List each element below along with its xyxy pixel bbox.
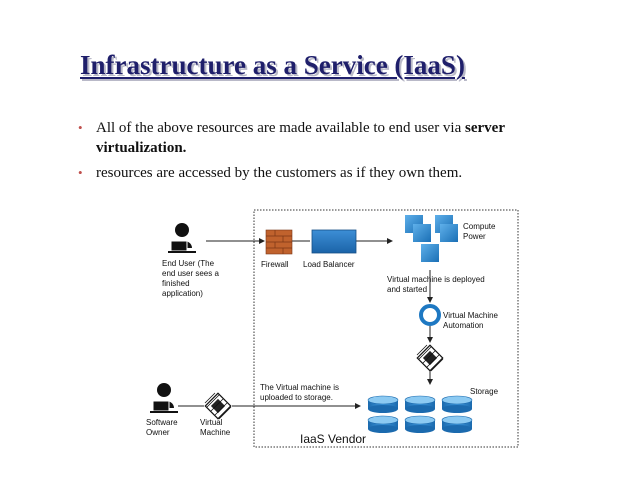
end-user-label: End User (The end user sees a finished a… bbox=[162, 259, 221, 298]
uploaded-label: The Virtual machine is uploaded to stora… bbox=[260, 383, 341, 402]
bullet-text: All of the above resources are made avai… bbox=[96, 120, 466, 136]
bullet-text: resources are accessed by the customers … bbox=[96, 165, 463, 181]
load-balancer-box bbox=[311, 229, 357, 254]
firewall-label: Firewall bbox=[261, 260, 289, 269]
bullet-bold-text: server virtualization. bbox=[96, 120, 505, 156]
vendor-boundary bbox=[253, 209, 519, 448]
load-balancer-label: Load Balancer bbox=[303, 260, 355, 269]
vm-deployed-label: Virtual machine is deployed and started bbox=[387, 275, 487, 294]
software-owner-label: Software Owner bbox=[146, 418, 180, 437]
bullet-item: • All of the above resources are made ava… bbox=[78, 118, 598, 158]
end-user-icon bbox=[167, 222, 197, 254]
bullet-item: • resources are accessed by the customers… bbox=[78, 163, 598, 183]
storage-label: Storage bbox=[470, 387, 499, 396]
bullet-dot-icon: • bbox=[78, 165, 83, 180]
virtual-machine-chip-icon bbox=[416, 344, 444, 372]
compute-power-icon bbox=[405, 215, 458, 262]
bullet-list: • All of the above resources are made ava… bbox=[78, 118, 598, 188]
bullet-dot-icon: • bbox=[78, 120, 83, 135]
compute-power-label: Compute Power bbox=[463, 222, 498, 241]
iaas-vendor-label: IaaS Vendor bbox=[300, 432, 366, 446]
slide-title: Infrastructure as a Service (IaaS) bbox=[80, 50, 465, 80]
vm-automation-icon bbox=[419, 304, 441, 326]
vm-automation-label: Virtual Machine Automation bbox=[443, 311, 500, 330]
firewall-icon bbox=[265, 229, 293, 255]
owner-virtual-machine-label: Virtual Machine bbox=[200, 418, 231, 437]
software-owner-icon bbox=[149, 382, 179, 414]
storage-icon bbox=[367, 395, 473, 434]
owner-virtual-machine-icon bbox=[204, 392, 232, 420]
